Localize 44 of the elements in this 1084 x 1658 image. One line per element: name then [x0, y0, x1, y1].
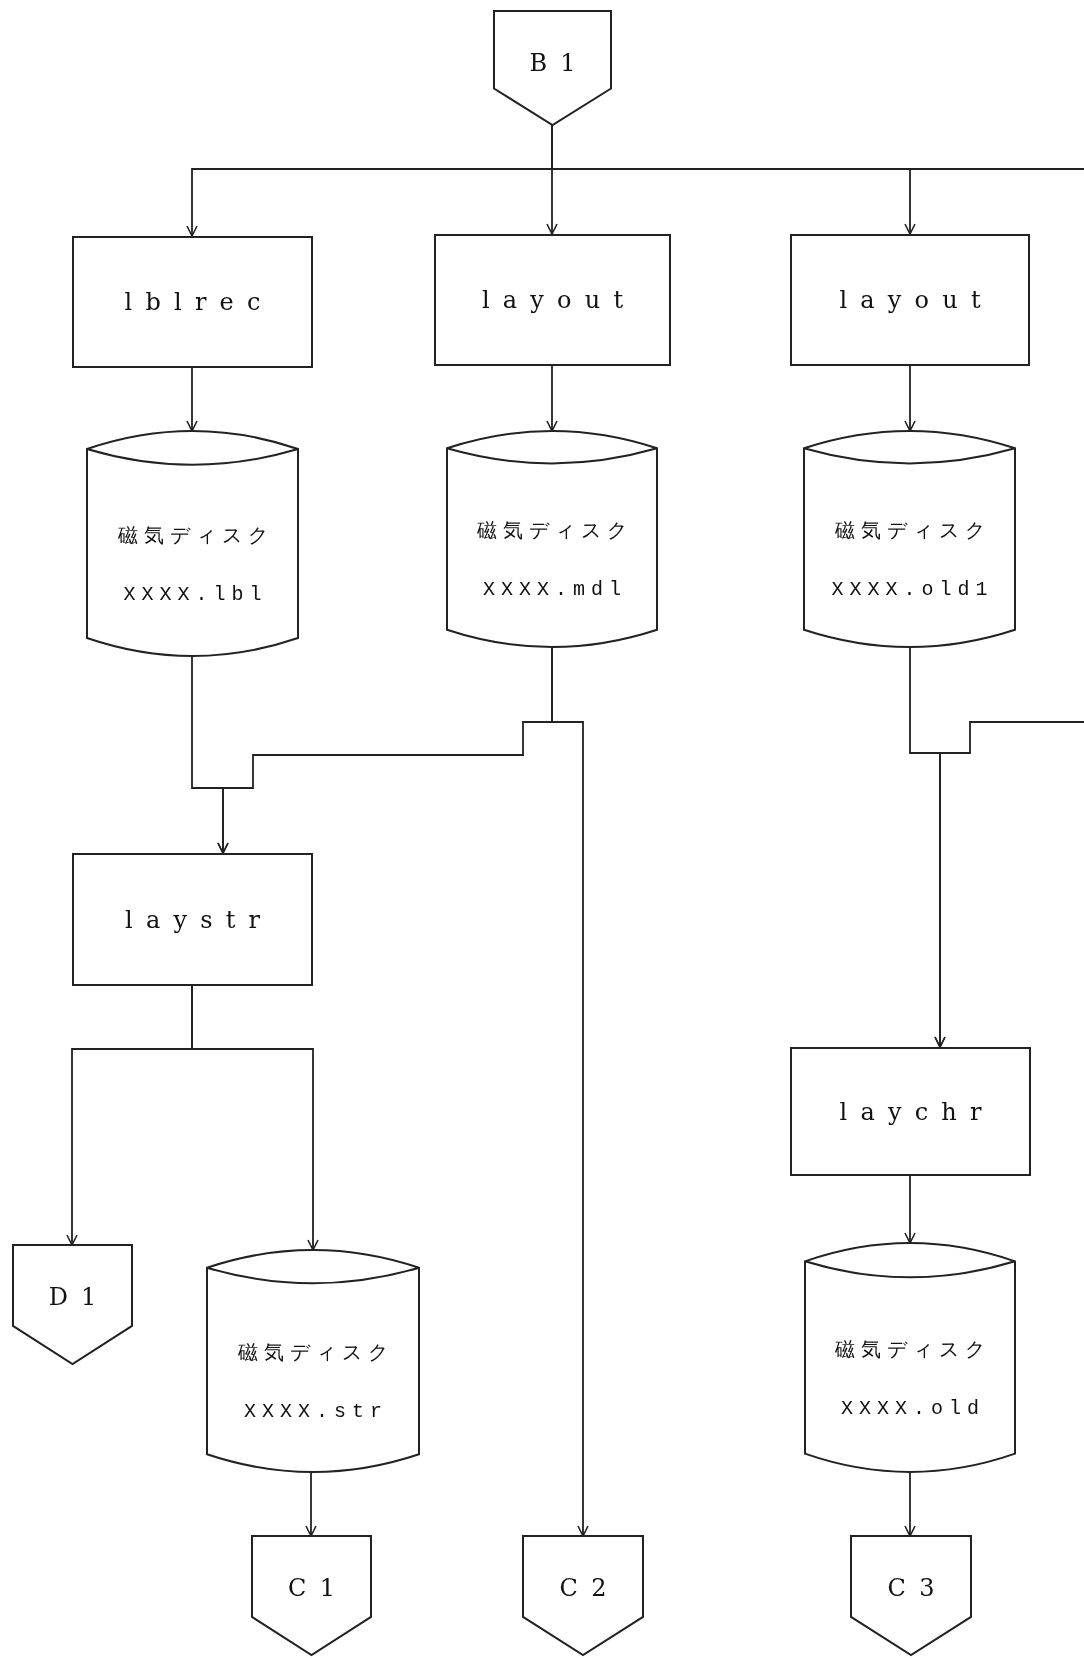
disk-label: 磁気ディスク — [116, 521, 274, 549]
arrow — [904, 1175, 916, 1244]
magnetic-disk-cylinder — [804, 431, 1015, 647]
magnetic-disk-cylinder — [207, 1250, 419, 1472]
magnetic-disk-cylinder — [805, 1243, 1015, 1472]
arrow — [191, 985, 319, 1251]
magnetic-disk-cylinder — [87, 431, 298, 656]
arrow — [904, 1471, 916, 1537]
process-name: layout — [480, 286, 637, 314]
connector-label: B1 — [528, 49, 589, 77]
disk-label: 磁気ディスク — [833, 517, 991, 544]
process-box — [72, 236, 313, 368]
offpage-connector — [13, 1245, 132, 1364]
connector-label: D1 — [47, 1283, 110, 1311]
process-name: laychr — [838, 1097, 995, 1126]
process-box — [790, 234, 1030, 366]
offpage-connector — [523, 1536, 643, 1655]
arrow — [186, 367, 198, 432]
offpage-connector — [851, 1536, 971, 1655]
process-name: layout — [838, 286, 994, 314]
connector-label: C3 — [886, 1574, 948, 1602]
arrow — [904, 365, 916, 432]
file-name: XXXX.mdl — [482, 578, 627, 601]
arrow — [546, 365, 558, 432]
connector-label: C2 — [558, 1574, 620, 1602]
connector-label: C1 — [287, 1574, 349, 1602]
offpage-connector — [494, 11, 611, 125]
arrow — [305, 1471, 317, 1537]
file-name: XXXX.old — [840, 1396, 985, 1420]
file-name: XXXX.str — [243, 1400, 388, 1423]
process-name: laystr — [124, 905, 274, 934]
process-name: lblrec — [123, 288, 274, 316]
process-box — [790, 1047, 1031, 1176]
disk-label: 磁気ディスク — [237, 1339, 394, 1366]
magnetic-disk-cylinder — [447, 431, 657, 647]
process-box — [434, 234, 671, 366]
file-name: XXXX.old1 — [830, 578, 994, 601]
disk-label: 磁気ディスク — [476, 517, 633, 544]
arrow — [551, 646, 589, 1537]
file-name: XXXX.lbl — [122, 582, 268, 606]
arrow — [934, 721, 1084, 1048]
offpage-connector — [252, 1536, 371, 1655]
process-box — [72, 853, 313, 986]
disk-label: 磁気ディスク — [834, 1335, 991, 1363]
